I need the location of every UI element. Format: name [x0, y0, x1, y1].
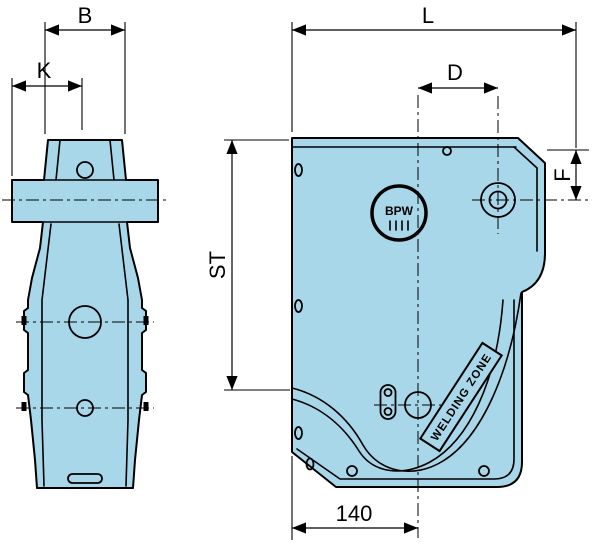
- weld-mark-left-lower: [21, 402, 27, 411]
- shackle-link-hole-top: [383, 388, 393, 397]
- shackle-link: [379, 384, 397, 420]
- lower-hole: [76, 399, 94, 417]
- front-view-outline: [11, 139, 159, 489]
- bend-curve-inner: [291, 299, 504, 472]
- dimension-L: L: [291, 3, 577, 148]
- damper-hole-inner: [488, 190, 508, 210]
- dim-B-label: B: [78, 3, 93, 28]
- weld-mark-right-lower: [143, 402, 149, 411]
- weld-mark-left-upper: [21, 316, 27, 325]
- bottom-hole-left: [346, 465, 358, 477]
- bpw-logo: BPW: [370, 184, 428, 242]
- spring-bolt-hole: [404, 391, 432, 419]
- dimension-D: D: [418, 60, 498, 94]
- edge-slot-lower: [294, 426, 303, 440]
- bottom-slot: [67, 473, 103, 484]
- weld-mark-right-upper: [143, 316, 149, 325]
- side-view: BPW WELDING ZONE: [291, 95, 589, 538]
- dimension-B: B: [44, 3, 126, 134]
- dimension-K: K: [11, 58, 83, 176]
- edge-slot-middle: [294, 299, 303, 313]
- dim-K-label: K: [37, 58, 52, 83]
- bend-curve-outer: [291, 292, 522, 473]
- neck-inner-line-right: [109, 139, 115, 181]
- bpw-logo-ring: [370, 184, 428, 242]
- front-view: [2, 139, 168, 489]
- dim-140-label: 140: [336, 501, 373, 526]
- dimension-140: 140: [291, 456, 418, 540]
- edge-slot-upper: [294, 163, 303, 177]
- chamfer-inner-line: [513, 146, 538, 169]
- dimension-F: F: [547, 149, 589, 200]
- dim-D-label: D: [447, 60, 463, 85]
- neck-inner-line-left: [55, 139, 61, 181]
- dim-L-label: L: [422, 3, 434, 28]
- bottom-flange-inner-line: [296, 299, 515, 480]
- top-pin-hole: [76, 161, 94, 179]
- welding-zone-band: [418, 341, 504, 453]
- bpw-logo-text: BPW: [385, 204, 414, 218]
- dim-F-label: F: [550, 168, 575, 181]
- shackle-link-hole-bottom: [383, 407, 393, 416]
- top-small-hole: [442, 146, 452, 156]
- middle-bush-hole: [68, 305, 102, 339]
- shackle-link-body: [379, 384, 397, 420]
- bottom-hole-right: [478, 465, 490, 477]
- bpw-logo-mark: [389, 220, 409, 231]
- body-inner-line-left: [41, 223, 52, 487]
- edge-slot-corner: [305, 457, 315, 471]
- body-inner-line-right: [118, 223, 129, 487]
- dimension-ST: ST: [205, 139, 290, 391]
- dim-ST-label: ST: [205, 251, 230, 279]
- damper-hole-outer: [480, 182, 516, 218]
